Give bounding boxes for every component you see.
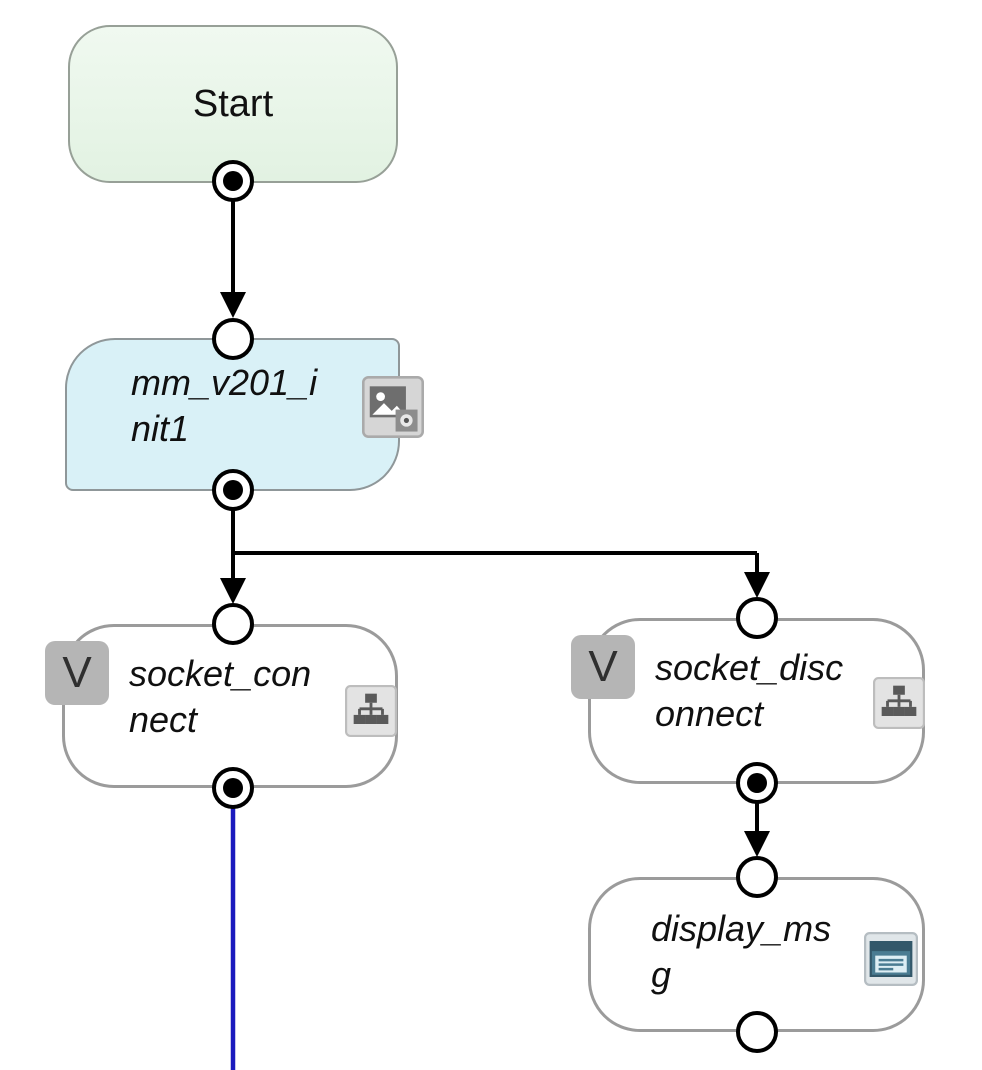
node-socket-disconnect[interactable]: V socket_disc onnect (571, 618, 925, 784)
port-in-socket-connect[interactable] (212, 603, 254, 645)
connector-init-socket-disconnect[interactable] (744, 553, 770, 598)
node-socket-connect[interactable]: V socket_con nect (45, 624, 398, 788)
node-start-label: Start (192, 83, 274, 125)
subroutine-icon (873, 677, 925, 729)
port-in-socket-disconnect[interactable] (736, 597, 778, 639)
node-socket-connect-label: socket_con nect (129, 653, 312, 740)
port-out-socket-connect[interactable] (212, 767, 254, 809)
connector-init-socket-connect[interactable] (220, 553, 246, 604)
port-out-display-msg[interactable] (736, 1011, 778, 1053)
port-out-init[interactable] (212, 469, 254, 511)
node-socket-disconnect-label: socket_disc onnect (655, 647, 844, 734)
connector-init-branch[interactable] (231, 490, 757, 555)
node-start[interactable]: Start (68, 25, 398, 183)
port-in-init[interactable] (212, 318, 254, 360)
node-display-msg[interactable]: display_ms g (588, 877, 925, 1032)
vision-step-icon (362, 376, 424, 438)
variable-badge: V (45, 641, 109, 705)
node-display-msg-label: display_ms g (651, 908, 832, 995)
display-window-icon (864, 932, 918, 986)
port-out-start[interactable] (212, 160, 254, 202)
node-init-label: mm_v201_i nit1 (131, 362, 318, 449)
subroutine-icon (345, 685, 397, 737)
variable-badge: V (571, 635, 635, 699)
port-out-socket-disconnect[interactable] (736, 762, 778, 804)
port-in-display-msg[interactable] (736, 856, 778, 898)
